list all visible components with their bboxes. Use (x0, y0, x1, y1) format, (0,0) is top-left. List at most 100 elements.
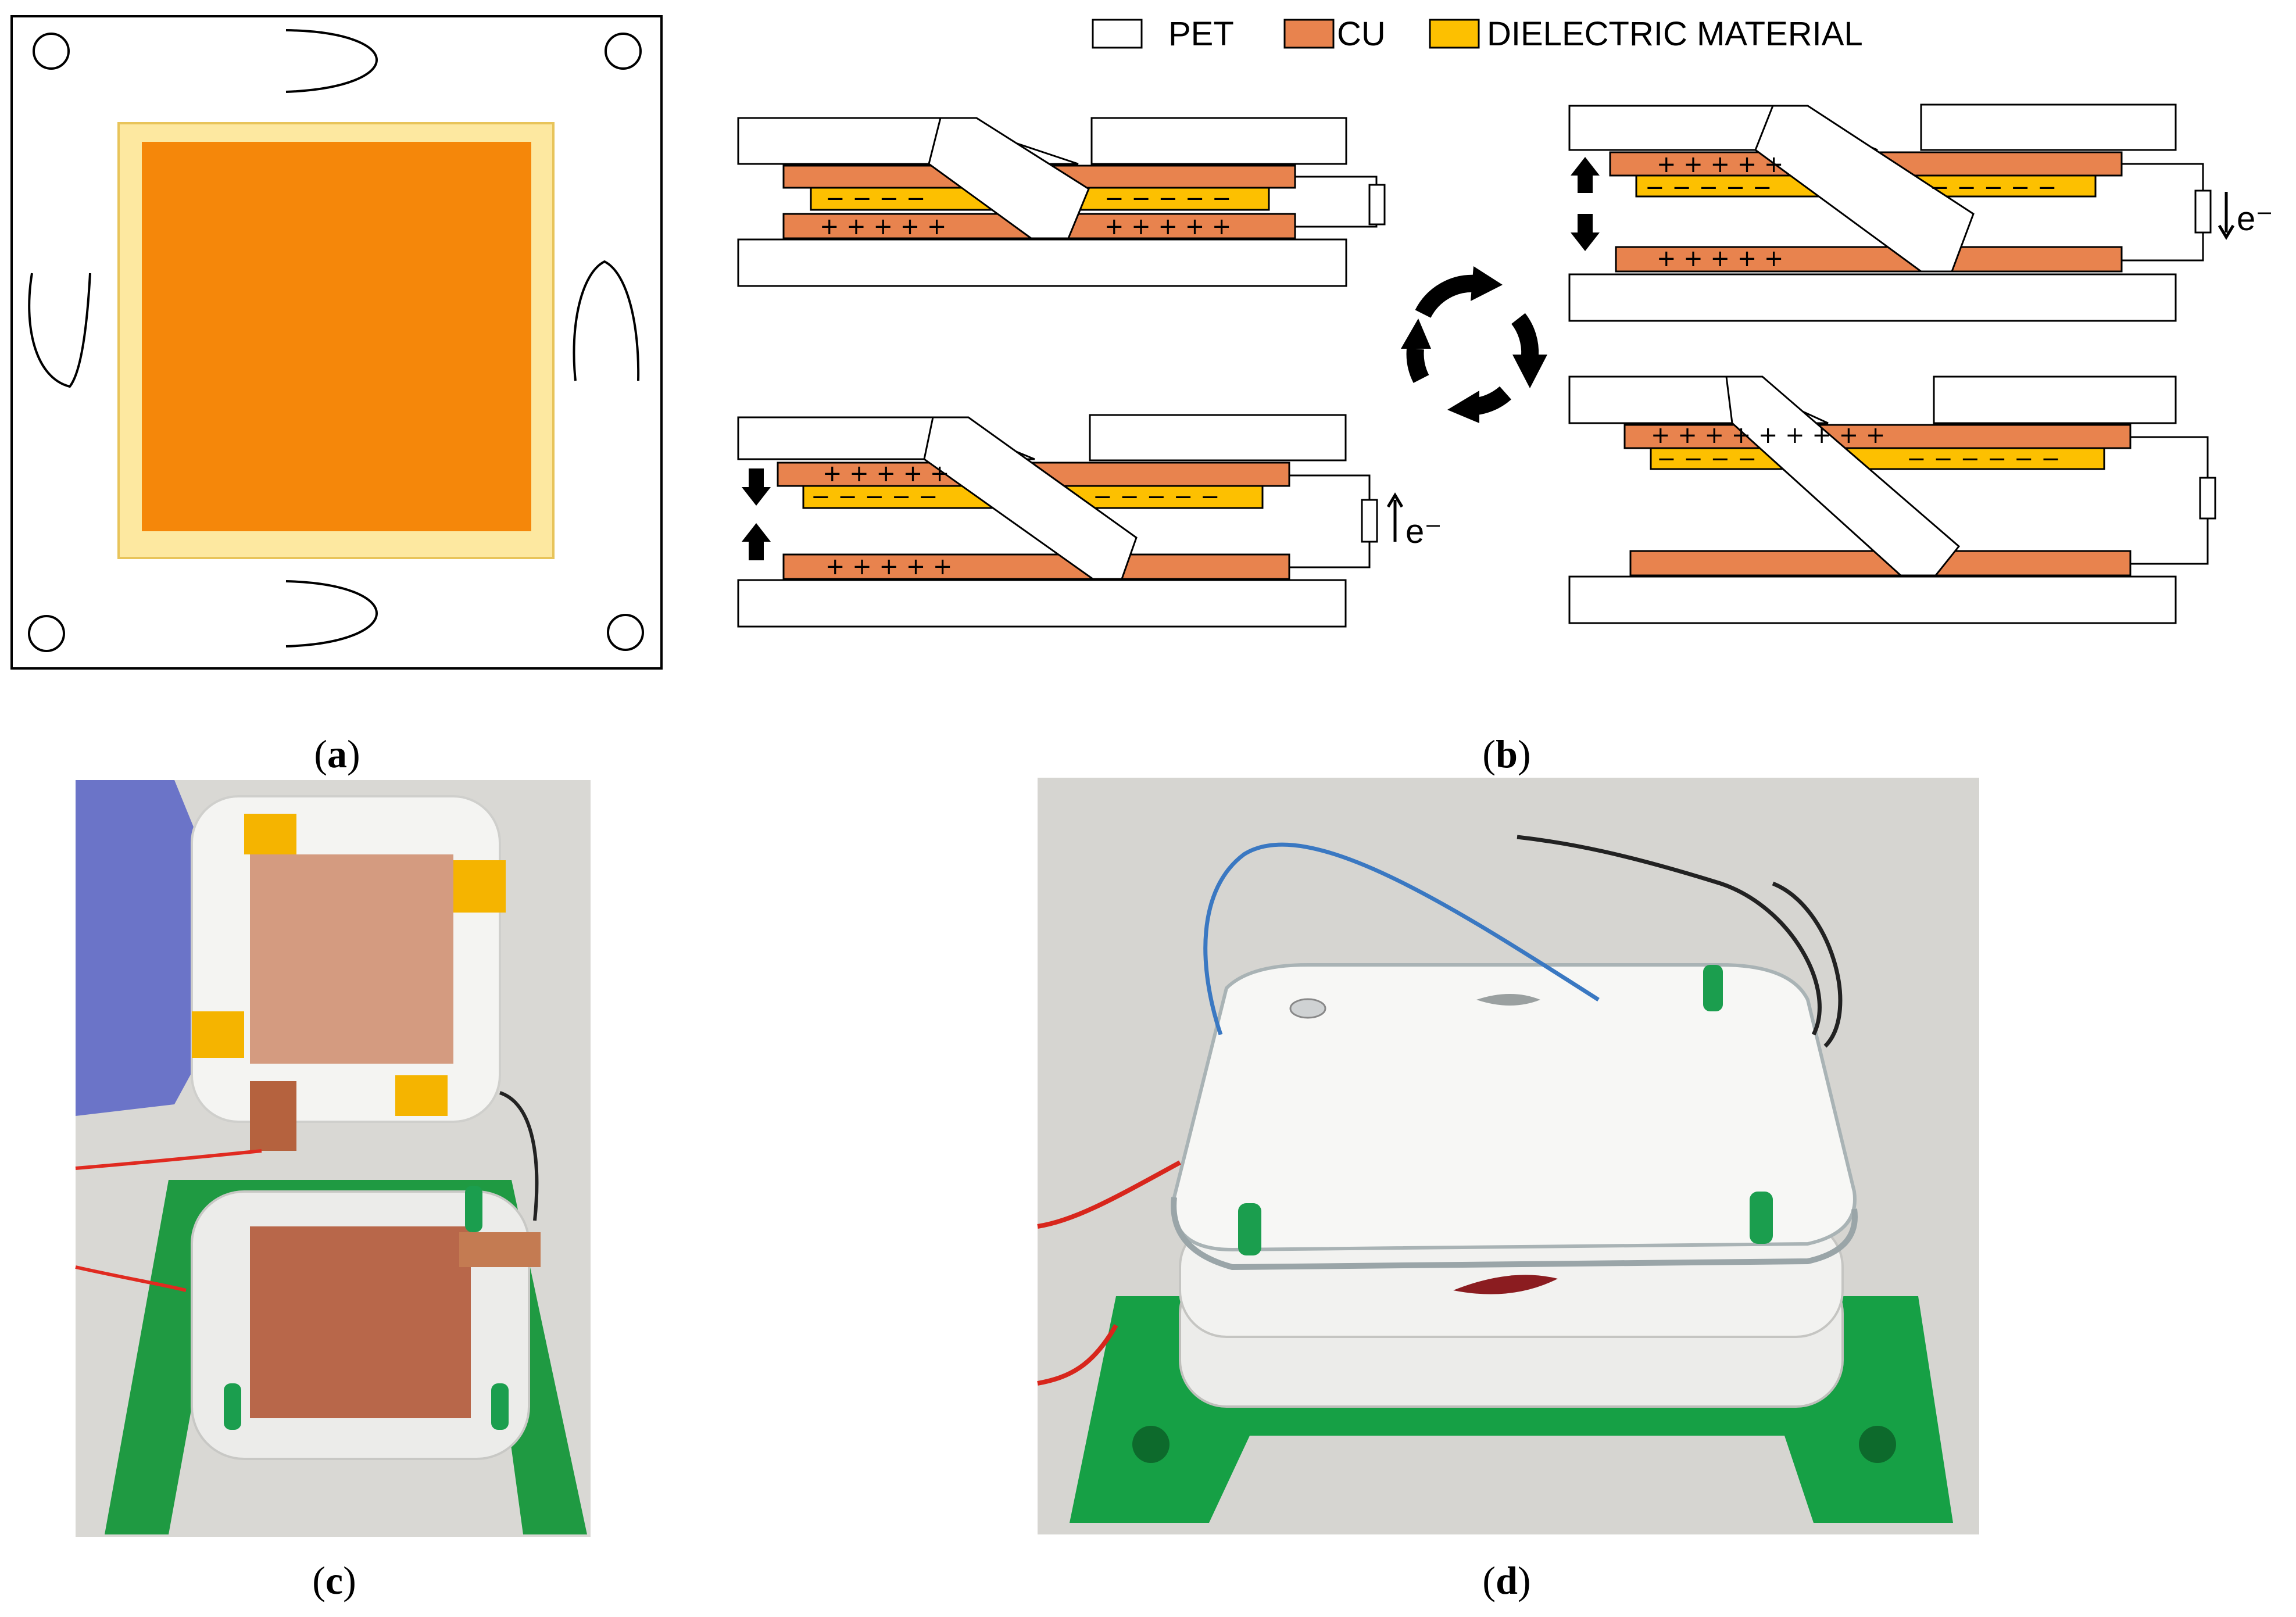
spring-flap (1725, 375, 1961, 577)
red-wire (1037, 1324, 1118, 1386)
stage-contact: − − − − − − − − − + + + + + + + + + + (737, 117, 1386, 287)
pet-top-right (1090, 117, 1347, 165)
svg-text:+ + +: + + + + + (822, 460, 949, 487)
svg-text:− − − − −: − − − − − (811, 484, 938, 510)
black-wire (1772, 881, 1843, 1048)
red-wire (75, 1149, 262, 1170)
spring-flap-left (28, 273, 91, 388)
red-wire (75, 1265, 187, 1292)
svg-text:+ + +: + + + + + (1657, 151, 1783, 178)
charge-signs: + + + + + − − − − − − − − − − + + + + + (811, 460, 1219, 580)
legend-swatch-pet (1092, 19, 1143, 49)
black-wire (1517, 835, 1822, 1036)
copper-bottom (1615, 246, 2123, 273)
spring-flap-top (285, 29, 378, 93)
spring-flap-bottom (285, 580, 378, 647)
mount-hole (1859, 1426, 1896, 1463)
circuit-wire (2122, 163, 2204, 262)
photo-c-open-device (75, 780, 591, 1537)
legend-label-dielectric: DIELECTRIC MATERIAL (1487, 15, 1863, 53)
acrylic-edge (1171, 1197, 1858, 1271)
electron-label: e⁻ (1406, 513, 1442, 550)
resistor-icon (1368, 184, 1386, 226)
pet-bottom (737, 238, 1347, 287)
stage-approaching: e⁻ + + + + + − − − − − − − − − − + + + +… (737, 414, 1442, 628)
svg-text:+ + + +: + + + + + + + + + (1651, 422, 1885, 449)
legend: PET CU DIELECTRIC MATERIAL (1092, 15, 1863, 53)
press-arrows-icon (742, 468, 771, 560)
charge-signs: + + + + + − − − − − − − − − − + + + + + (1645, 151, 2057, 272)
copper-pad (142, 142, 531, 531)
caption-b: (b) (1482, 732, 1530, 776)
svg-text:− − − − −: − − − − − (1093, 484, 1219, 510)
stage-separated: + + + + + + + + + − − − − − − − − − − (1568, 375, 2216, 624)
corner-hole-tr (605, 33, 642, 70)
charge-signs: − − − − − − − − − + + + + + + + + + + (820, 185, 1231, 240)
corner-hole-bl (28, 615, 65, 652)
legend-swatch-dielectric (1429, 19, 1480, 49)
svg-text:− − − − −: − − − − − (1104, 185, 1231, 212)
caption-a: (a) (314, 732, 360, 776)
guide-pin (1238, 1203, 1261, 1255)
cycle-arrows-icon (1406, 274, 1539, 416)
pet-top-right (1920, 103, 2177, 151)
circuit-wire (1289, 474, 1371, 568)
svg-text:+ +: + + + + + (1657, 245, 1783, 272)
copper-bottom (782, 553, 1290, 580)
svg-text:− − − − −: − − − − − (1645, 174, 1772, 201)
caption-d: (d) (1482, 1558, 1530, 1602)
tape (453, 860, 506, 913)
tape (395, 1075, 448, 1116)
guide-pin (224, 1383, 241, 1430)
legend-label-pet: PET (1168, 15, 1234, 53)
svg-text:− − − −: − − − − (1657, 446, 1757, 473)
copper-tab (459, 1232, 541, 1267)
caption-c: (c) (312, 1558, 356, 1602)
photo-d-assembled-device (1037, 778, 1979, 1534)
corner-hole-tl (33, 33, 70, 70)
current-arrow-up-icon (1386, 492, 1404, 542)
flap-mark (1453, 1275, 1558, 1294)
svg-text:+ + +: + + + + + (825, 553, 952, 580)
spring-flap (1754, 105, 1975, 273)
top-copper (250, 854, 453, 1064)
spring-flap-right (573, 260, 640, 381)
legend-swatch-cu (1283, 19, 1335, 49)
resistor-icon (2194, 189, 2212, 234)
pet-bottom (1568, 273, 2177, 322)
corner-hole-br (607, 614, 644, 651)
red-wire (1037, 1160, 1181, 1229)
top-acrylic-plate (1172, 963, 1857, 1252)
svg-text:− − − − − −: − − − − − − (1907, 446, 2061, 473)
pet-bottom (1568, 575, 2177, 624)
resistor-icon (2199, 477, 2216, 520)
dielectric-layer (1650, 447, 2105, 470)
svg-text:+ + + + +: + + + + + (1104, 213, 1231, 240)
legend-label-cu: CU (1337, 15, 1386, 53)
charge-signs: + + + + + + + + + − − − − − − − − − − (1651, 422, 2061, 473)
pet-bottom (737, 579, 1347, 628)
glove (76, 780, 209, 1116)
panel-a-top-view (10, 15, 663, 670)
guide-pin (465, 1186, 482, 1232)
screw-head (1289, 998, 1326, 1019)
circuit-wire (2130, 436, 2209, 565)
resistor-icon (1361, 499, 1378, 543)
flap-mark (1476, 994, 1540, 1006)
guide-pin (1703, 965, 1723, 1011)
bottom-copper (250, 1226, 471, 1418)
spring-flap (928, 117, 1090, 239)
guide-pin (1750, 1192, 1773, 1244)
tape (244, 814, 296, 854)
pet-top-right (1933, 375, 2177, 424)
svg-text:− − − −: − − − − (825, 185, 925, 212)
mount-hole (1132, 1426, 1170, 1463)
spring-flap (923, 416, 1138, 580)
tape (192, 1011, 244, 1058)
guide-pin (491, 1383, 509, 1430)
electron-label: e⁻ (2237, 200, 2273, 238)
stage-separating: e⁻ + + + + + − − − − − − − − − − + + + +… (1568, 103, 2273, 322)
svg-text:+ + + + +: + + + + + (820, 213, 946, 240)
current-arrow-down-icon (2218, 192, 2235, 240)
